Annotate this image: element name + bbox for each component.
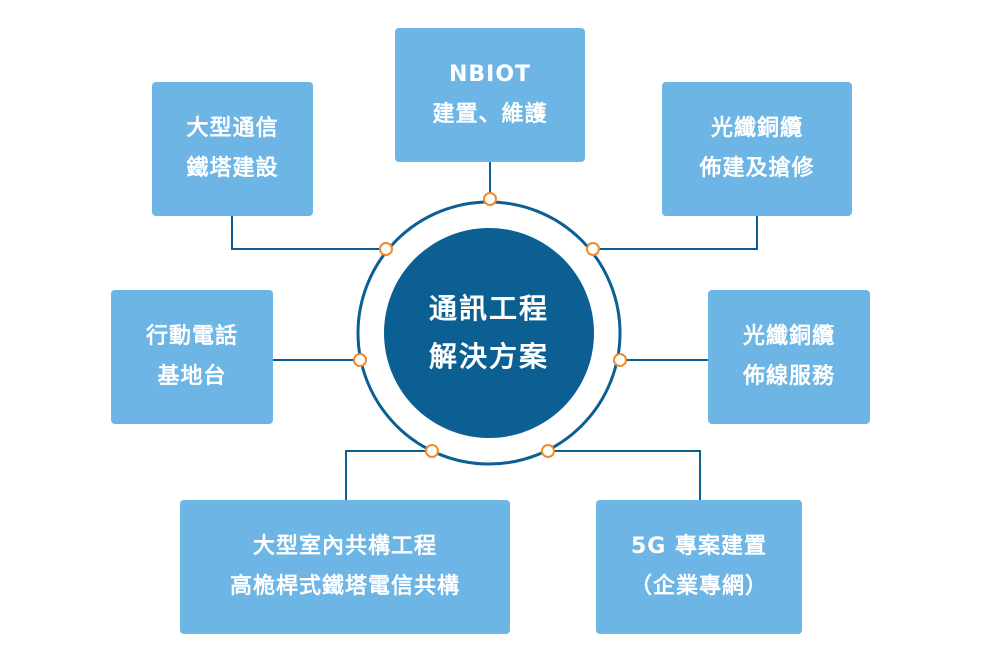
junction-dot-nbiot [483, 192, 497, 206]
node-indoor-line1: 大型室內共構工程 [252, 534, 437, 559]
node-fiber-service: 光纖銅纜 佈線服務 [708, 290, 870, 424]
junction-dot-fiber-service [613, 353, 627, 367]
node-nbiot-line1: NBIOT [448, 62, 532, 87]
node-mobile-line1: 行動電話 [145, 324, 238, 349]
node-5g: 5G 專案建置 （企業專網） [596, 500, 802, 634]
node-5g-line2: （企業專網） [629, 574, 768, 599]
junction-dot-indoor [425, 444, 439, 458]
connector-indoor [345, 450, 432, 500]
node-fiber-repair-line1: 光纖銅纜 [710, 116, 803, 141]
node-indoor: 大型室內共構工程 高桅桿式鐵塔電信共構 [180, 500, 510, 634]
junction-dot-5g [541, 444, 555, 458]
connector-fiber-repair [593, 216, 758, 250]
connector-5g [548, 450, 701, 500]
node-tower: 大型通信 鐵塔建設 [152, 82, 313, 216]
node-fiber-repair-line2: 佈建及搶修 [699, 156, 815, 181]
connector-tower [231, 216, 386, 250]
node-mobile: 行動電話 基地台 [111, 290, 273, 424]
center-title-line1: 通訊工程 [428, 292, 549, 325]
junction-dot-mobile [353, 353, 367, 367]
junction-dot-tower [379, 242, 393, 256]
node-tower-line1: 大型通信 [186, 116, 279, 141]
node-5g-line1: 5G 專案建置 [630, 534, 768, 559]
center-title-line2: 解決方案 [428, 340, 549, 373]
node-nbiot: NBIOT 建置、維護 [395, 28, 585, 162]
junction-dot-fiber-repair [586, 242, 600, 256]
node-indoor-line2: 高桅桿式鐵塔電信共構 [229, 574, 460, 599]
node-fiber-service-line1: 光纖銅纜 [742, 324, 835, 349]
node-mobile-line2: 基地台 [157, 364, 227, 389]
node-nbiot-line2: 建置、維護 [432, 102, 548, 127]
node-fiber-service-line2: 佈線服務 [742, 364, 835, 389]
center-hub: 通訊工程 解決方案 [384, 228, 594, 438]
node-fiber-repair: 光纖銅纜 佈建及搶修 [662, 82, 852, 216]
node-tower-line2: 鐵塔建設 [186, 156, 279, 181]
